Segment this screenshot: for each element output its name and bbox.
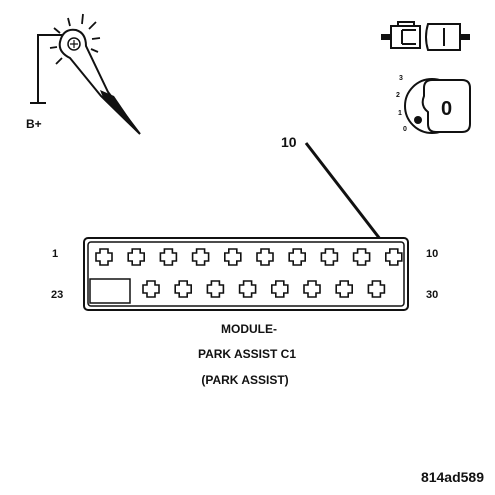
cavity-row-2 — [142, 280, 386, 298]
callout-label: 10 — [281, 134, 297, 150]
disconnected-connector-icon — [381, 21, 470, 51]
terminal-cavity — [256, 248, 274, 266]
terminal-cavity — [191, 248, 210, 266]
connector-title-line-2: PARK ASSIST C1 — [198, 347, 296, 361]
terminal-cavity — [142, 280, 160, 298]
light-rays-icon — [49, 13, 101, 65]
terminal-cavity — [352, 248, 371, 266]
ignition-position-2: 2 — [396, 92, 400, 99]
row2-start-pin: 23 — [51, 289, 63, 301]
key-position-label: 0 — [441, 98, 452, 120]
terminal-cavity — [238, 280, 257, 298]
connector-c1: 1 10 23 30 — [51, 237, 438, 311]
terminal-cavity — [206, 280, 225, 298]
terminal-cavity — [288, 248, 306, 266]
figure-id: 814ad589 — [421, 469, 484, 485]
terminal-cavity — [320, 248, 339, 266]
terminal-cavity — [303, 280, 321, 298]
connector-inner-shell — [87, 241, 405, 307]
ignition-key-icon — [421, 79, 471, 133]
ignition-position-3: 3 — [399, 75, 403, 82]
connector-title-line-3: (PARK ASSIST) — [201, 373, 288, 387]
ignition-switch-icon: 3 2 1 0 0 — [396, 75, 471, 134]
terminal-cavity — [127, 248, 145, 266]
terminal-cavity — [335, 280, 353, 298]
row1-start-pin: 1 — [52, 248, 58, 260]
connector-title-line-1: MODULE- — [221, 322, 277, 336]
terminal-cavity — [271, 280, 289, 298]
terminal-cavity — [159, 248, 178, 266]
b-plus-label: B+ — [26, 117, 42, 131]
terminal-cavity — [95, 248, 113, 266]
callout-leader-line — [304, 142, 389, 249]
probe-wire — [37, 34, 66, 103]
terminal-cavity — [224, 248, 242, 266]
connector-key-blank — [89, 278, 131, 304]
ignition-position-1: 1 — [398, 110, 402, 117]
row2-end-pin: 30 — [426, 289, 438, 301]
row1-end-pin: 10 — [426, 248, 438, 260]
connector-title: MODULE- PARK ASSIST C1 (PARK ASSIST) — [198, 322, 296, 387]
terminal-cavity — [174, 280, 192, 298]
terminal-cavity — [385, 248, 403, 266]
cavity-row-1 — [95, 248, 403, 266]
test-light-probe: B+ — [26, 13, 141, 135]
terminal-cavity — [367, 280, 386, 298]
ignition-position-0-mark: 0 — [403, 126, 407, 133]
